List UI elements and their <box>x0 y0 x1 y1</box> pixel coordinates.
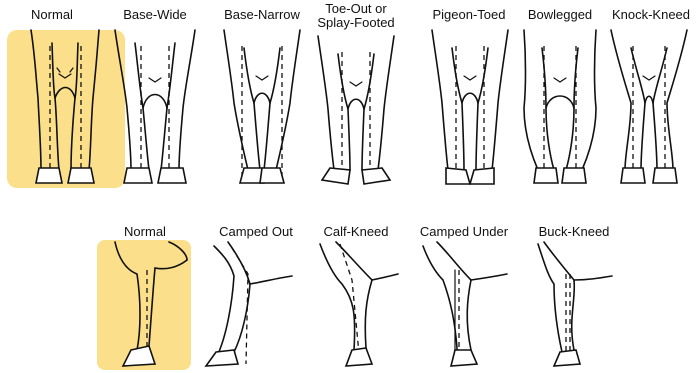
calf-kneed-figure <box>308 240 404 372</box>
label-side-normal: Normal <box>124 225 166 239</box>
label-front-normal: Normal <box>31 8 73 22</box>
toe-out-figure <box>306 34 406 190</box>
label-toe-out: Toe-Out or Splay-Footed <box>317 2 394 30</box>
side-normal-figure <box>97 240 193 372</box>
camped-out-figure <box>202 240 298 372</box>
label-knock-kneed: Knock-Kneed <box>612 8 690 22</box>
bowlegged-figure <box>510 28 610 190</box>
buck-kneed-figure <box>524 240 620 372</box>
camped-under-figure <box>415 240 511 372</box>
label-base-wide: Base-Wide <box>123 8 187 22</box>
label-calf-kneed: Calf-Kneed <box>323 225 388 239</box>
label-buck-kneed: Buck-Kneed <box>539 225 610 239</box>
base-wide-figure <box>105 28 205 190</box>
base-narrow-figure <box>212 28 312 190</box>
label-pigeon-toed: Pigeon-Toed <box>433 8 506 22</box>
pigeon-toed-figure <box>420 28 520 190</box>
knock-kneed-figure <box>601 28 697 190</box>
label-base-narrow: Base-Narrow <box>224 8 300 22</box>
label-camped-out: Camped Out <box>219 225 293 239</box>
label-bowlegged: Bowlegged <box>528 8 592 22</box>
label-camped-under: Camped Under <box>420 225 508 239</box>
